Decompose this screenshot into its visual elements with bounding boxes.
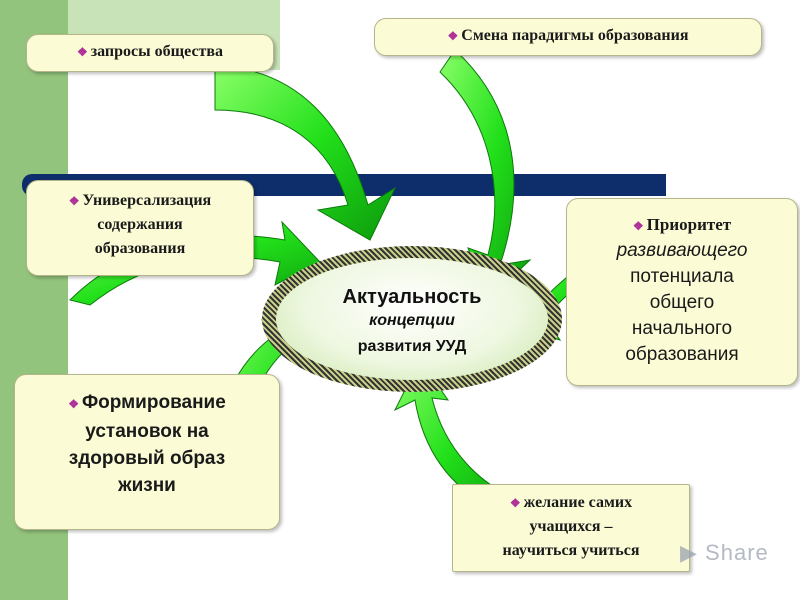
box-society-requests: ❖запросы общества — [26, 34, 274, 72]
box-paradigm-change: ❖Смена парадигмы образования — [374, 18, 762, 56]
box-priority-line4: общего — [649, 292, 715, 313]
box-desire-line3: научиться учиться — [502, 542, 640, 559]
bullet-icon: ❖ — [76, 45, 88, 59]
bullet-icon: ❖ — [447, 29, 459, 43]
box-desire-line2: учащихся – — [529, 518, 613, 535]
bullet-icon: ❖ — [509, 496, 521, 510]
box-priority-line2: развивающего — [616, 240, 748, 261]
box-universal-line1: Универсализация — [82, 192, 212, 209]
box-universalization: ❖Универсализация содержания образования — [26, 180, 254, 276]
box-desire-line1: желание самих — [523, 494, 633, 511]
center-line3: развития УУД — [357, 338, 467, 355]
play-icon: ▶ — [680, 540, 698, 565]
watermark-text: Share — [705, 540, 769, 565]
arrow-from-society — [214, 64, 397, 241]
center-line2: концепции — [369, 312, 455, 329]
center-oval: Актуальность концепции развития УУД — [276, 258, 548, 380]
box-health-line4: жизни — [118, 475, 176, 496]
share-watermark: ▶ Share — [680, 540, 769, 566]
box-health-line1: Формирование — [81, 392, 226, 413]
box-health-line2: установок на — [85, 421, 209, 442]
box-priority-line5: начального — [631, 318, 733, 339]
box-priority: ❖Приоритет развивающего потенциала общег… — [566, 198, 798, 386]
box-universal-line2: содержания — [97, 216, 183, 233]
box-paradigm-text: Смена парадигмы образования — [461, 27, 689, 44]
bullet-icon: ❖ — [68, 397, 79, 411]
box-universal-line3: образования — [94, 240, 186, 257]
box-health: ❖Формирование установок на здоровый обра… — [14, 374, 280, 530]
bullet-icon: ❖ — [632, 219, 644, 233]
box-health-line3: здоровый образ — [68, 448, 226, 469]
box-society-text: запросы общества — [90, 43, 224, 60]
box-desire: ❖желание самих учащихся – научиться учит… — [452, 484, 690, 572]
box-priority-line6: образования — [625, 344, 739, 365]
box-priority-line3: потенциала — [630, 266, 734, 287]
bullet-icon: ❖ — [68, 194, 80, 208]
box-priority-line1: Приоритет — [646, 215, 732, 234]
center-title: Актуальность — [342, 286, 482, 308]
